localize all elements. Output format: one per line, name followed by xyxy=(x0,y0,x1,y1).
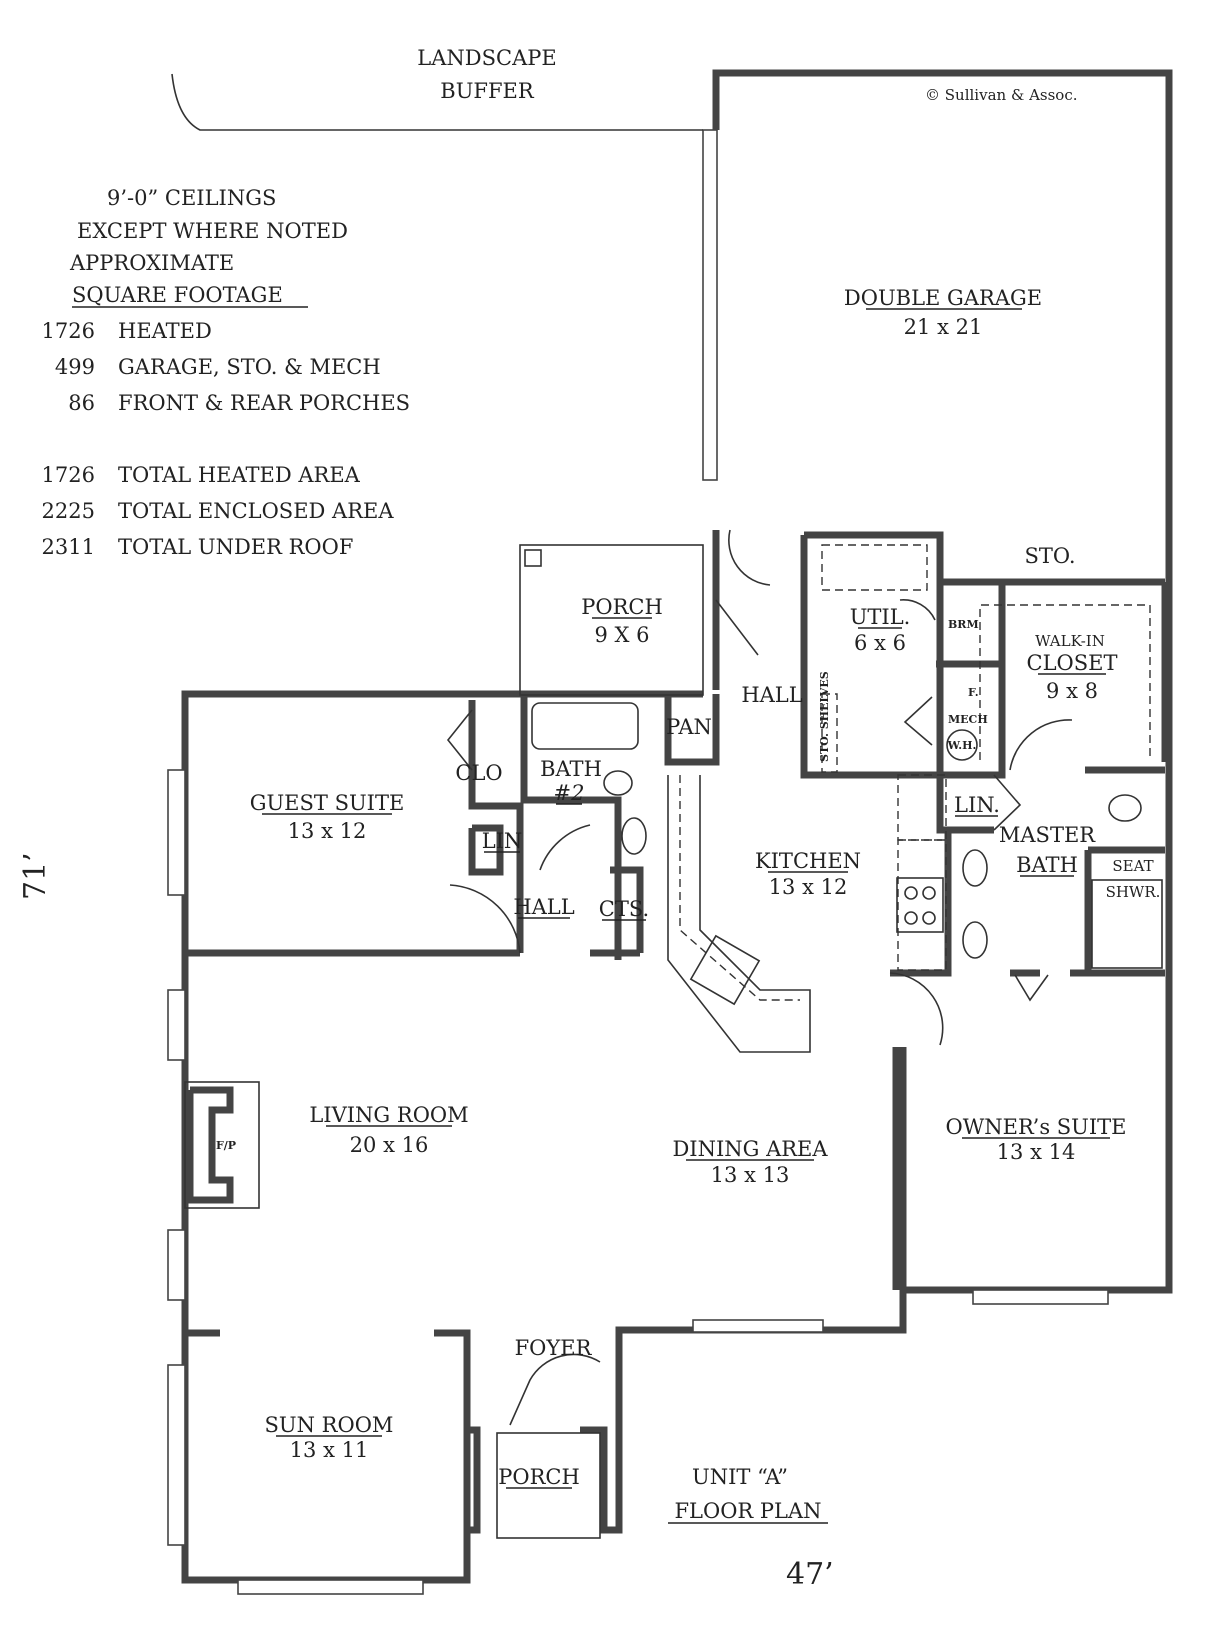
area-value-porches: 86 xyxy=(68,391,95,415)
total-label-heated: TOTAL HEATED AREA xyxy=(118,463,361,487)
approximate-label: APPROXIMATE xyxy=(69,251,234,275)
total-value-under-roof: 2311 xyxy=(42,535,95,559)
rear-porch-name: PORCH xyxy=(581,595,663,619)
walkin-closet-size: 9 x 8 xyxy=(1046,679,1098,703)
fixtures xyxy=(171,73,1163,1539)
rear-porch-size: 9 X 6 xyxy=(594,623,649,647)
garage-name: DOUBLE GARAGE xyxy=(844,286,1042,310)
upper-hall-label: HALL xyxy=(741,683,802,707)
utility-name: UTIL. xyxy=(850,605,911,629)
bath2-number: #2 xyxy=(554,781,585,805)
square-footage-notes: 9’-0” CEILINGS EXCEPT WHERE NOTED APPROX… xyxy=(42,186,411,559)
storage-label: STO. xyxy=(1024,544,1075,568)
garage-size: 21 x 21 xyxy=(904,315,983,339)
living-room-name: LIVING ROOM xyxy=(309,1103,468,1127)
utility-size: 6 x 6 xyxy=(854,631,906,655)
master-bath-name-2: BATH xyxy=(1016,853,1078,877)
shower-seat-label: SEAT xyxy=(1112,857,1153,875)
kitchen-size: 13 x 12 xyxy=(769,875,848,899)
living-room-size: 20 x 16 xyxy=(350,1133,429,1157)
counter-label: CTS. xyxy=(599,897,649,921)
owners-suite-size: 13 x 14 xyxy=(997,1140,1076,1164)
total-value-heated: 1726 xyxy=(42,463,95,487)
master-bath-name-1: MASTER xyxy=(999,823,1096,847)
fireplace-label: F/P xyxy=(216,1139,236,1152)
front-porch-label: PORCH xyxy=(498,1465,580,1489)
guest-suite-size: 13 x 12 xyxy=(288,819,367,843)
floor-plan-title: FLOOR PLAN xyxy=(674,1499,821,1523)
ceilings-note-2: EXCEPT WHERE NOTED xyxy=(77,219,348,243)
dining-area-name: DINING AREA xyxy=(672,1137,828,1161)
kitchen-name: KITCHEN xyxy=(755,849,861,873)
area-label-porches: FRONT & REAR PORCHES xyxy=(118,391,410,415)
guest-suite-name: GUEST SUITE xyxy=(250,791,405,815)
broom-closet-label: BRM xyxy=(948,618,979,631)
area-label-garage: GARAGE, STO. & MECH xyxy=(118,355,381,379)
linen-right-label: LIN. xyxy=(954,793,1000,817)
shower-label: SHWR. xyxy=(1106,883,1161,901)
linen-left-label: LIN xyxy=(482,829,523,853)
water-heater-label: W.H. xyxy=(947,739,977,752)
area-value-garage: 499 xyxy=(55,355,95,379)
square-footage-title: SQUARE FOOTAGE xyxy=(72,283,283,307)
interior-walls xyxy=(185,531,1165,1430)
walkin-closet-name-1: WALK-IN xyxy=(1035,632,1105,650)
area-label-heated: HEATED xyxy=(118,319,212,343)
landscape-buffer-label-1: LANDSCAPE xyxy=(417,46,556,70)
landscape-buffer-label-2: BUFFER xyxy=(440,79,535,103)
total-label-enclosed: TOTAL ENCLOSED AREA xyxy=(118,499,394,523)
unit-label: UNIT “A” xyxy=(692,1465,788,1489)
area-value-heated: 1726 xyxy=(42,319,95,343)
sun-room-size: 13 x 11 xyxy=(290,1438,369,1462)
lower-hall-label: HALL xyxy=(513,895,574,919)
dining-area-size: 13 x 13 xyxy=(711,1163,790,1187)
windows xyxy=(167,129,1109,1595)
foyer-label: FOYER xyxy=(515,1336,593,1360)
total-label-under-roof: TOTAL UNDER ROOF xyxy=(118,535,353,559)
total-value-enclosed: 2225 xyxy=(42,499,95,523)
mechanical-label: MECH xyxy=(948,713,988,726)
pantry-label: PAN xyxy=(666,715,712,739)
copyright-note: © Sullivan & Assoc. xyxy=(925,86,1078,104)
closet-label: CLO xyxy=(455,761,502,785)
storage-shelves-label: STO. SHELVES xyxy=(818,671,831,762)
width-dimension: 47’ xyxy=(786,1557,834,1592)
freezer-label: F. xyxy=(968,686,979,699)
ceilings-note-1: 9’-0” CEILINGS xyxy=(107,186,276,210)
owners-suite-name: OWNER’s SUITE xyxy=(945,1115,1126,1139)
sun-room-name: SUN ROOM xyxy=(265,1413,394,1437)
walkin-closet-name-2: CLOSET xyxy=(1027,651,1118,675)
depth-dimension: 71’ xyxy=(18,852,53,900)
bath2-name: BATH xyxy=(540,757,602,781)
